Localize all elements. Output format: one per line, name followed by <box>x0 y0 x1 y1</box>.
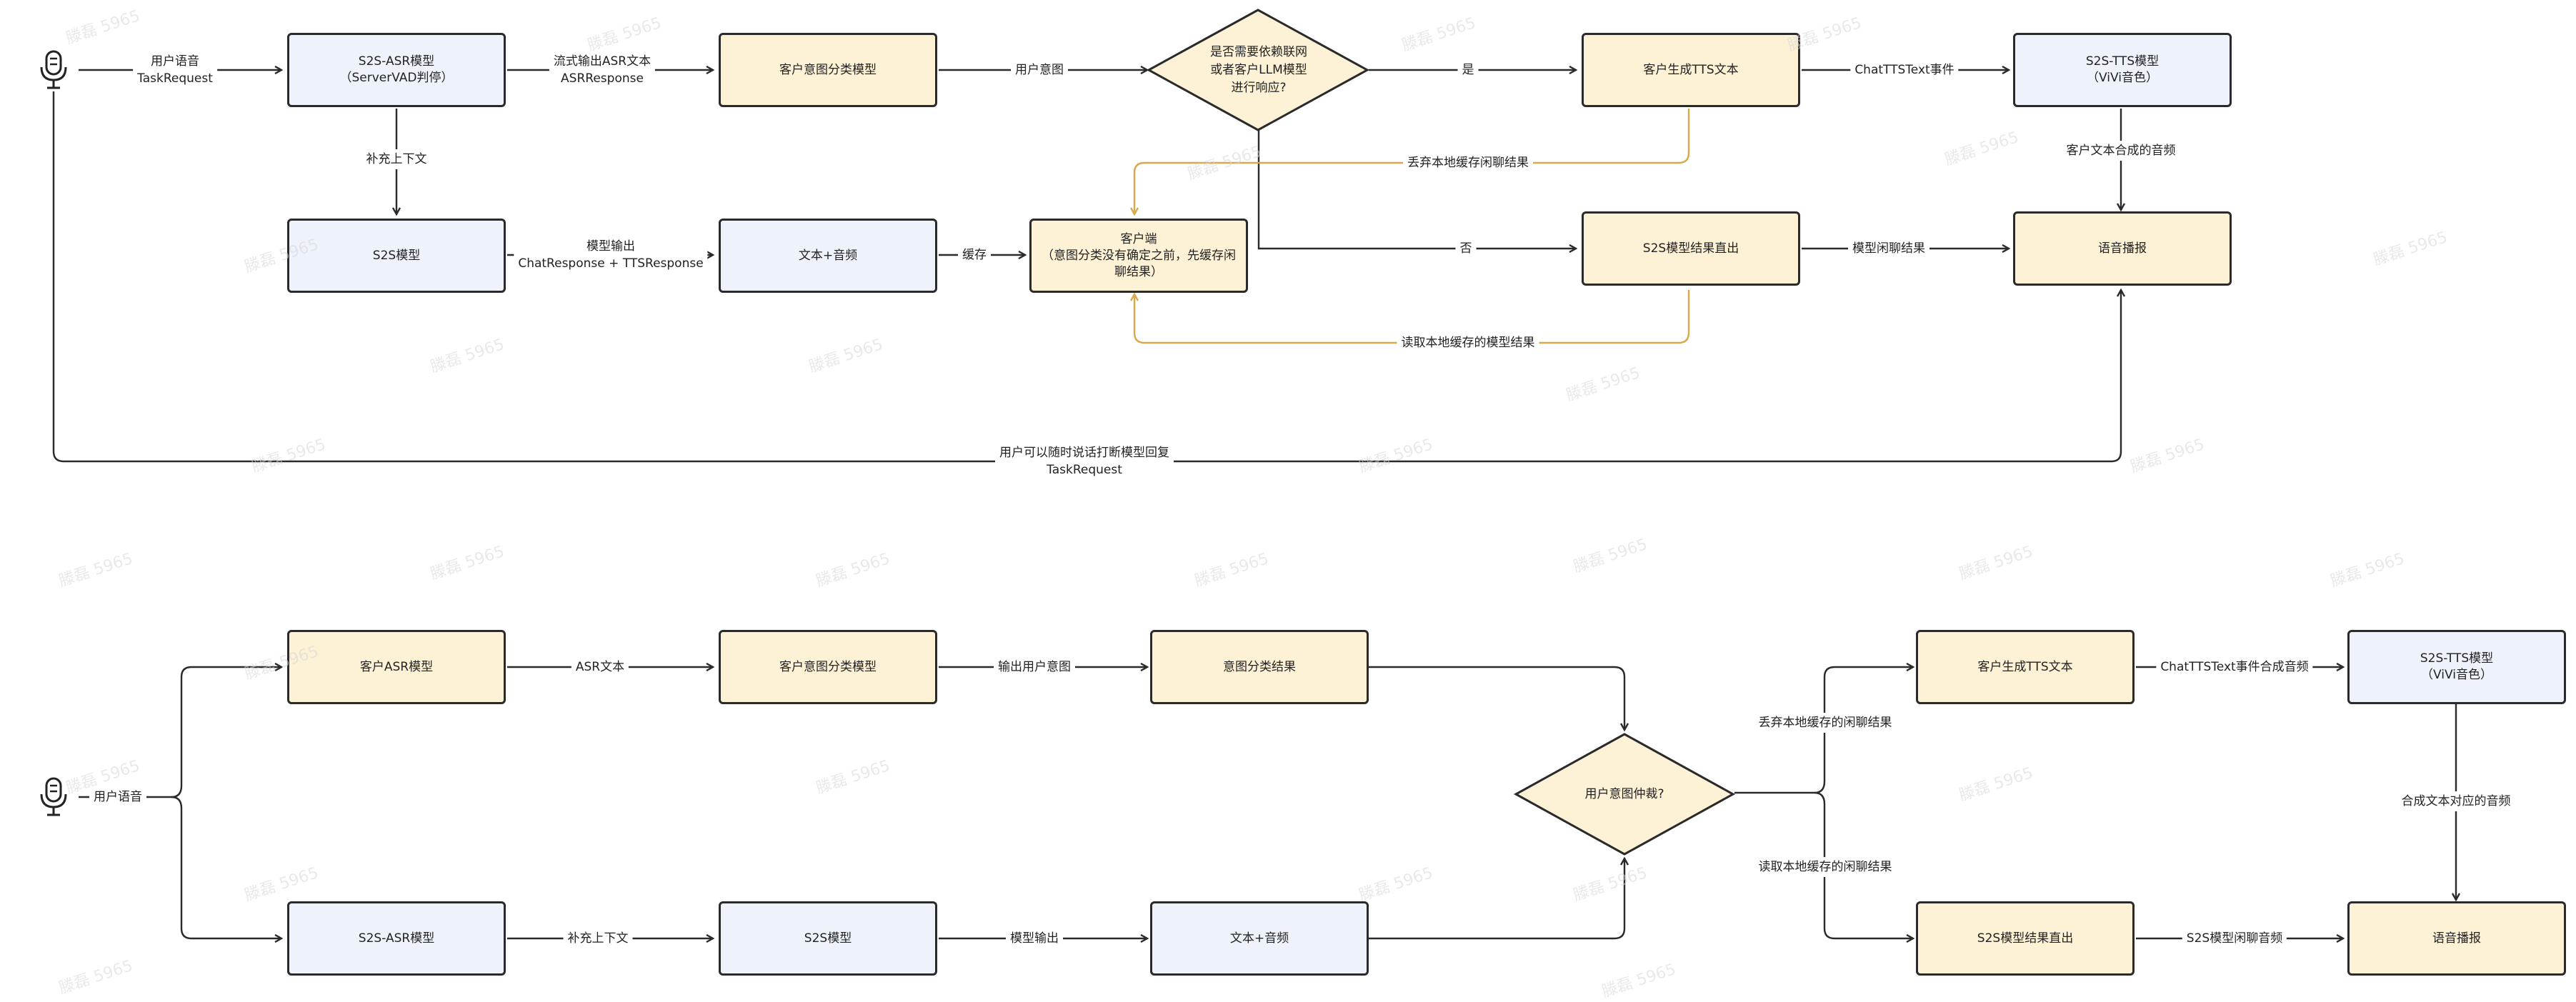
label-asr-text: ASR文本 <box>571 657 629 677</box>
label-chat-tts-event: ChatTTSText事件 <box>1850 60 1959 80</box>
label-synth-audio: 合成文本对应的音频 <box>2397 791 2515 811</box>
edge-arb-down <box>1814 791 1913 938</box>
node-s2s-asr-bottom: S2S-ASR模型 <box>287 901 506 976</box>
label-bottom-user-voice: 用户语音 <box>89 787 146 807</box>
label-chat-tts-audio: ChatTTSText事件合成音频 <box>2156 657 2313 677</box>
label-interrupt: 用户可以随时说话打断模型回复 TaskRequest <box>995 443 1174 480</box>
label-yes: 是 <box>1457 60 1479 80</box>
label-model-output-bottom: 模型输出 <box>1006 928 1063 948</box>
node-client-tts-text: 客户生成TTS文本 <box>1582 33 1800 107</box>
node-voice-play-bottom: 语音播报 <box>2347 901 2566 976</box>
label-model-chat-result: 模型闲聊结果 <box>1848 239 1929 259</box>
label-stream-asr: 流式输出ASR文本 ASRResponse <box>549 51 656 89</box>
node-s2s-direct: S2S模型结果直出 <box>1582 211 1800 286</box>
edge-arb-up <box>1814 667 1913 794</box>
arbitration-diamond <box>1513 733 1736 856</box>
label-supplement-context: 补充上下文 <box>361 149 431 169</box>
edge-text-audio-to-arb <box>1369 858 1624 940</box>
label-output-intent: 输出用户意图 <box>994 657 1075 677</box>
node-intent-result: 意图分类结果 <box>1150 630 1369 704</box>
node-client-tts-text-bottom: 客户生成TTS文本 <box>1916 630 2135 704</box>
node-s2s-model-bottom: S2S模型 <box>719 901 937 976</box>
label-user-intent: 用户意图 <box>1011 60 1068 80</box>
label-model-output: 模型输出 ChatResponse + TTSResponse <box>514 236 708 274</box>
node-text-audio-bottom: 文本+音频 <box>1150 901 1369 976</box>
microphone-icon <box>40 50 67 89</box>
edge-branch-top <box>171 667 281 798</box>
label-user-voice: 用户语音 TaskRequest <box>133 51 217 89</box>
edge-branch-bottom <box>171 796 281 938</box>
node-client-end: 客户端 （意图分类没有确定之前，先缓存闲 聊结果） <box>1029 219 1248 293</box>
node-s2s-direct-bottom: S2S模型结果直出 <box>1916 901 2135 976</box>
edge-intent-result-to-arb <box>1369 666 1624 730</box>
node-arbitration-label: 用户意图仲裁? <box>1584 786 1664 801</box>
edge-no <box>1257 127 1576 249</box>
node-s2s-tts: S2S-TTS模型 （ViVi音色） <box>2013 33 2232 107</box>
node-s2s-tts-bottom: S2S-TTS模型 （ViVi音色） <box>2347 630 2566 704</box>
node-s2s-asr: S2S-ASR模型 （ServerVAD判停） <box>287 33 506 107</box>
label-cache: 缓存 <box>958 245 991 265</box>
label-no: 否 <box>1455 239 1477 259</box>
label-supplement-context-bottom: 补充上下文 <box>563 928 633 948</box>
label-client-text-audio: 客户文本合成的音频 <box>2062 141 2180 161</box>
label-s2s-chat-audio: S2S模型闲聊音频 <box>2182 928 2287 948</box>
label-read-cache: 读取本地缓存的模型结果 <box>1397 333 1539 353</box>
node-voice-play: 语音播报 <box>2013 211 2232 286</box>
node-intent-model-bottom: 客户意图分类模型 <box>719 630 937 704</box>
node-intent-model: 客户意图分类模型 <box>719 33 937 107</box>
node-s2s-model: S2S模型 <box>287 219 506 293</box>
microphone-icon <box>40 777 67 816</box>
node-client-asr: 客户ASR模型 <box>287 630 506 704</box>
label-discard-cache-bottom: 丢弃本地缓存的闲聊结果 <box>1754 713 1897 733</box>
node-text-audio: 文本+音频 <box>719 219 937 293</box>
label-discard-cache: 丢弃本地缓存闲聊结果 <box>1403 153 1533 173</box>
label-read-cache-bottom: 读取本地缓存的闲聊结果 <box>1754 857 1897 877</box>
decision-diamond <box>1146 9 1370 131</box>
node-decision-label: 是否需要依赖联网 或者客户LLM模型 进行响应? <box>1210 44 1307 95</box>
